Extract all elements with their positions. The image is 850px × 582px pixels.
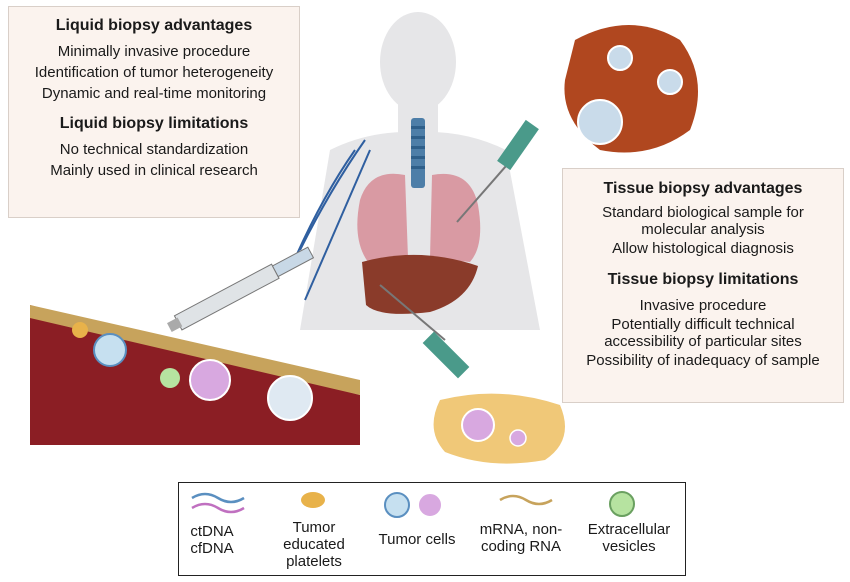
left-lung bbox=[357, 173, 408, 262]
tumor-cell-pink-icon bbox=[417, 492, 443, 518]
cfdna-icon bbox=[191, 502, 245, 514]
blood-vessel bbox=[30, 305, 360, 445]
legend-platelets-label: Tumor educated platelets bbox=[283, 519, 345, 570]
legend-rna-label: mRNA, non-coding RNA bbox=[479, 521, 563, 555]
ctdna-icon bbox=[191, 492, 245, 504]
legend-tumor-cells-label: Tumor cells bbox=[378, 531, 456, 548]
tissue-advantage-item: Allow histological diagnosis bbox=[612, 240, 794, 257]
upper-syringe bbox=[497, 119, 539, 171]
liquid-advantage-item: Identification of tumor heterogeneity bbox=[34, 64, 274, 81]
human-silhouette bbox=[300, 12, 540, 330]
rna-icon bbox=[499, 494, 553, 506]
liquid-advantages-title: Liquid biopsy advantages bbox=[55, 17, 253, 34]
liquid-advantage-item: Dynamic and real-time monitoring bbox=[41, 85, 267, 102]
legend-ctdna-label: ctDNA bbox=[190, 523, 234, 540]
lower-tumor bbox=[433, 393, 565, 464]
tissue-advantage-item: Standard biological sample for molecular… bbox=[602, 204, 804, 238]
liquid-limitation-item: Mainly used in clinical research bbox=[50, 162, 258, 179]
lower-syringe bbox=[422, 331, 470, 379]
liquid-syringe bbox=[167, 246, 315, 332]
liquid-limitation-item: No technical standardization bbox=[59, 141, 249, 158]
tumor-cell-blue-icon bbox=[384, 492, 410, 518]
legend-icons bbox=[191, 491, 635, 518]
platelet-icon bbox=[301, 492, 325, 508]
liquid-advantage-item: Minimally invasive procedure bbox=[57, 43, 251, 60]
trachea bbox=[411, 118, 425, 188]
legend-vesicles-label: Extracellular vesicles bbox=[587, 521, 671, 555]
tissue-limitation-item: Possibility of inadequacy of sample bbox=[586, 352, 820, 369]
liver bbox=[362, 254, 478, 314]
liquid-biopsy-box: Liquid biopsy advantages Minimally invas… bbox=[8, 6, 300, 218]
tissue-limitation-item: Invasive procedure bbox=[639, 297, 767, 314]
legend: ctDNA cfDNA Tumor educated platelets Tum… bbox=[178, 482, 686, 576]
liver-needle bbox=[379, 284, 446, 341]
tissue-advantages-title: Tissue biopsy advantages bbox=[603, 180, 803, 197]
upper-tumor bbox=[564, 25, 698, 153]
tissue-biopsy-box: Tissue biopsy advantages Standard biolog… bbox=[562, 168, 844, 403]
legend-cfdna-label: cfDNA bbox=[190, 540, 234, 557]
right-lung bbox=[430, 173, 481, 262]
tissue-limitations-title: Tissue biopsy limitations bbox=[607, 271, 799, 288]
tissue-limitation-item: Potentially difficult technical accessib… bbox=[604, 316, 802, 350]
vesicle-icon bbox=[609, 491, 635, 517]
liquid-limitations-title: Liquid biopsy limitations bbox=[59, 115, 249, 132]
